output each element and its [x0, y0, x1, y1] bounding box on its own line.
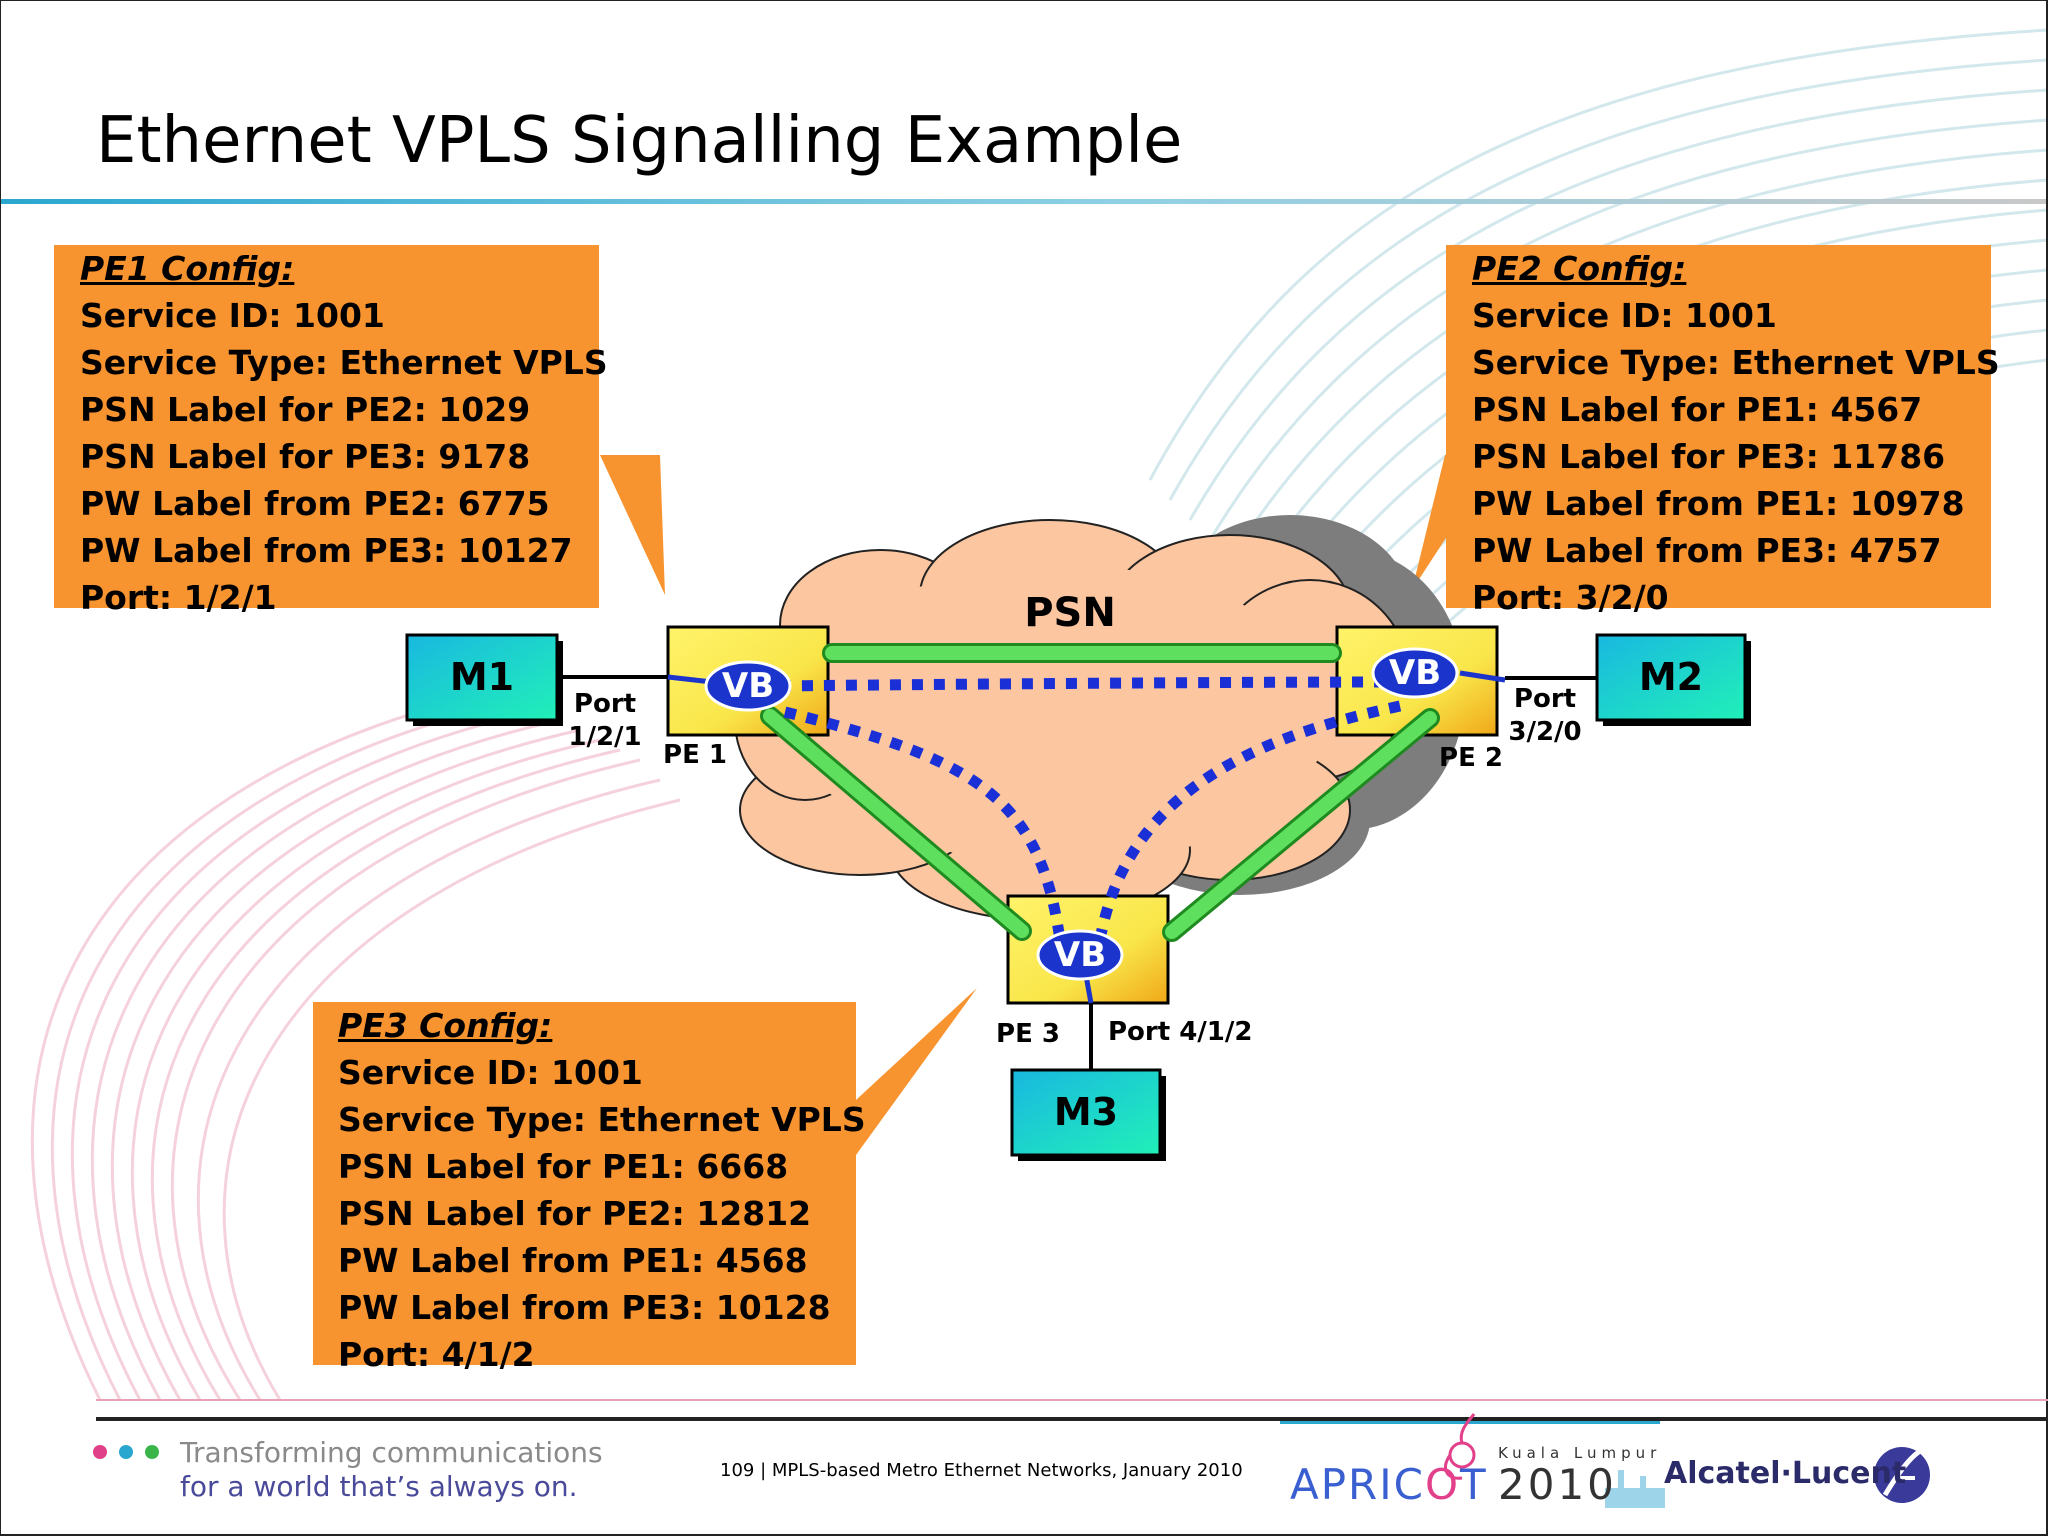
- vb-ellipses: [704, 647, 1459, 981]
- pe3-port-label: Port 4/1/2: [1108, 1017, 1253, 1047]
- apricot-city: Kuala Lumpur: [1498, 1444, 1662, 1462]
- pe1-config-callout: PE1 Config: Service ID: 1001 Service Typ…: [54, 245, 608, 617]
- alcatel-lucent-logo-mark: [1874, 1447, 1930, 1503]
- pe3-config-callout: PE3 Config: Service ID: 1001 Service Typ…: [313, 1002, 866, 1374]
- access-links: [557, 675, 1600, 1073]
- pe2-config-line: PSN Label for PE1: 4567: [1472, 390, 1923, 429]
- pe3-config-line: PW Label from PE3: 10128: [338, 1288, 831, 1327]
- pe3-config-line: PSN Label for PE2: 12812: [338, 1194, 812, 1233]
- pe2-config-line: PW Label from PE3: 4757: [1472, 531, 1942, 570]
- pe2-vb: [1371, 647, 1459, 699]
- m3-box: [1010, 1068, 1162, 1157]
- pe1-port-line1: Port: [573, 689, 637, 719]
- pe1-config-line: PSN Label for PE3: 9178: [80, 437, 531, 476]
- psn-tunnels: [760, 643, 1440, 942]
- footer-tagline-2: for a world that’s always on.: [180, 1470, 578, 1503]
- pe2-config-header: PE2 Config:: [1472, 249, 1687, 288]
- apricot-name-part2: T: [1460, 1460, 1488, 1509]
- brand-name: Alcatel·Lucent: [1664, 1456, 1907, 1491]
- pe1-label: PE 1: [663, 740, 727, 770]
- pe1-vb-label: VB: [721, 666, 775, 706]
- pe3-label: PE 3: [996, 1019, 1060, 1049]
- pe3-vb-label: VB: [1053, 935, 1107, 975]
- pe3-config-line: PSN Label for PE1: 6668: [338, 1147, 789, 1186]
- apricot-skyline: [1605, 1470, 1665, 1508]
- footer-page-info: 109 | MPLS-based Metro Ethernet Networks…: [720, 1460, 1243, 1481]
- apricot-year: 2010: [1498, 1460, 1617, 1509]
- page-title: Ethernet VPLS Signalling Example: [96, 104, 1183, 178]
- pe2-config-line: Service ID: 1001: [1472, 296, 1777, 335]
- pe1-config-line: PW Label from PE2: 6775: [80, 484, 550, 523]
- pseudowires: [779, 676, 1402, 941]
- apricot-o-icon: O: [1424, 1460, 1461, 1509]
- pe1-callout-tail: [600, 455, 665, 595]
- pe2-port-label: Port 3/2/0: [1500, 683, 1590, 749]
- m2-box: [1595, 633, 1747, 722]
- pe2-config-callout: PE2 Config: Service ID: 1001 Service Typ…: [1446, 245, 2000, 617]
- pe1-config-line: Port: 1/2/1: [80, 578, 277, 617]
- pe3-config-header: PE3 Config:: [338, 1006, 553, 1045]
- pe1-config-line: PSN Label for PE2: 1029: [80, 390, 531, 429]
- psn-label: PSN: [1024, 590, 1116, 636]
- pe2-port-line1: Port: [1513, 684, 1577, 714]
- pe2-config-line: Port: 3/2/0: [1472, 578, 1669, 617]
- pe1-port-label: Port 1/2/1: [560, 688, 650, 754]
- footer-tagline-1: Transforming communications: [180, 1436, 603, 1469]
- pe2-config-line: Service Type: Ethernet VPLS: [1472, 343, 2000, 382]
- m2-label: M2: [1638, 655, 1704, 699]
- m3-label: M3: [1053, 1090, 1119, 1134]
- apricot-logo: APRICOT: [1290, 1460, 1488, 1509]
- pe2-label: PE 2: [1439, 743, 1503, 773]
- footer-dots: [93, 1445, 159, 1459]
- pe3-config-line: Service Type: Ethernet VPLS: [338, 1100, 866, 1139]
- m1-label: M1: [449, 655, 515, 699]
- pe3-config-line: Service ID: 1001: [338, 1053, 643, 1092]
- pe2-config-line: PW Label from PE1: 10978: [1472, 484, 1965, 523]
- pe1-config-line: PW Label from PE3: 10127: [80, 531, 573, 570]
- pe1-config-line: Service Type: Ethernet VPLS: [80, 343, 608, 382]
- pe2-port-line2: 3/2/0: [1508, 717, 1582, 747]
- pe2-vb-label: VB: [1388, 653, 1442, 693]
- pe1-config-header: PE1 Config:: [80, 249, 295, 288]
- apricot-name-part1: APRIC: [1290, 1460, 1425, 1509]
- pe3-vb: [1036, 929, 1124, 981]
- machine-boxes: [405, 633, 1747, 1157]
- pe3-callout-tail: [856, 988, 977, 1155]
- pe3-config-line: Port: 4/1/2: [338, 1335, 535, 1374]
- m1-box: [405, 633, 559, 722]
- pe1-vb: [704, 660, 792, 712]
- pe1-config-line: Service ID: 1001: [80, 296, 385, 335]
- apricot-flower-icon: [1444, 1413, 1476, 1480]
- pe2-config-line: PSN Label for PE3: 11786: [1472, 437, 1946, 476]
- footer-rules: [96, 1399, 2048, 1424]
- pe3-config-line: PW Label from PE1: 4568: [338, 1241, 808, 1280]
- pe1-port-line2: 1/2/1: [568, 722, 642, 752]
